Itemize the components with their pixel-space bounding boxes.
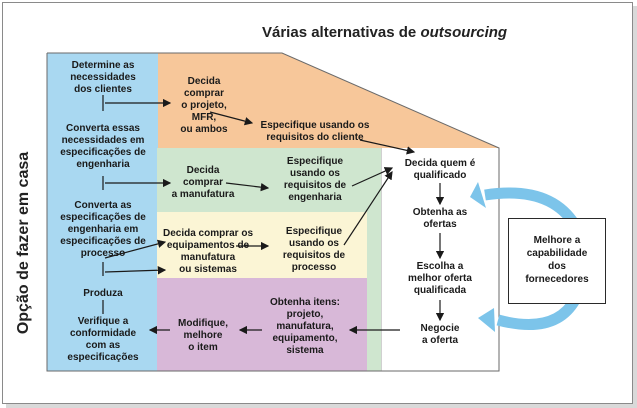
cream-specify: Especifique usando os requisitos de proc… [282,226,346,273]
diagram-title: Várias alternativas de outsourcing [262,24,508,41]
step-verify: Verifique a conformidade com as especifi… [67,316,139,363]
cycle-arrow-bottom [496,296,580,330]
purple-zone [157,278,367,371]
arrow-cream-to-qualify [343,170,393,246]
step-convert-needs: Converta essas necessidades em especific… [60,123,146,170]
purple-modify: Modifique, melhore o item [178,318,228,353]
step-convert-specs: Converta as especificações de engenharia… [60,200,146,259]
step-produce: Produza [83,288,123,299]
cycle-arrow-top-head [470,182,486,208]
orange-zone [157,53,499,148]
process-qualify: Decida quem é qualificado [404,158,476,181]
green-specify: Especifique usando os requisitos de enge… [283,156,347,203]
green-decide: Decida comprar a manufatura [171,165,235,200]
purple-obtain: Obtenha itens: projeto, manufatura, equi… [269,297,340,356]
arrow-orange-to-qualify [359,139,416,155]
arrow-proc-to-systems [104,266,167,275]
supplier-improvement-text: Melhore a capabilidade dos fornecedores [525,235,589,285]
process-choose-offer: Escolha a melhor oferta qualificada [408,261,472,296]
arrow-orange-decide-specify [209,111,254,126]
arrow-proc-to-equipment [104,239,167,259]
step-determine-needs: Determine as necessidades dos clientes [70,60,136,95]
orange-specify: Especifique usando os requisitos do clie… [260,120,370,143]
orange-decide: Decida comprar o projeto, MFR, ou ambos [180,76,228,135]
cycle-arrow-top [484,187,580,229]
cycle-arrow-bottom-head [478,308,495,332]
supplier-improvement-box [508,218,606,304]
arrow-green-decide-specify [225,182,270,192]
arrow-green-to-qualify [351,167,394,187]
process-negotiate: Negocie a oferta [420,323,460,346]
process-get-offers: Obtenha as ofertas [412,207,468,230]
shape-outline [46,52,500,372]
